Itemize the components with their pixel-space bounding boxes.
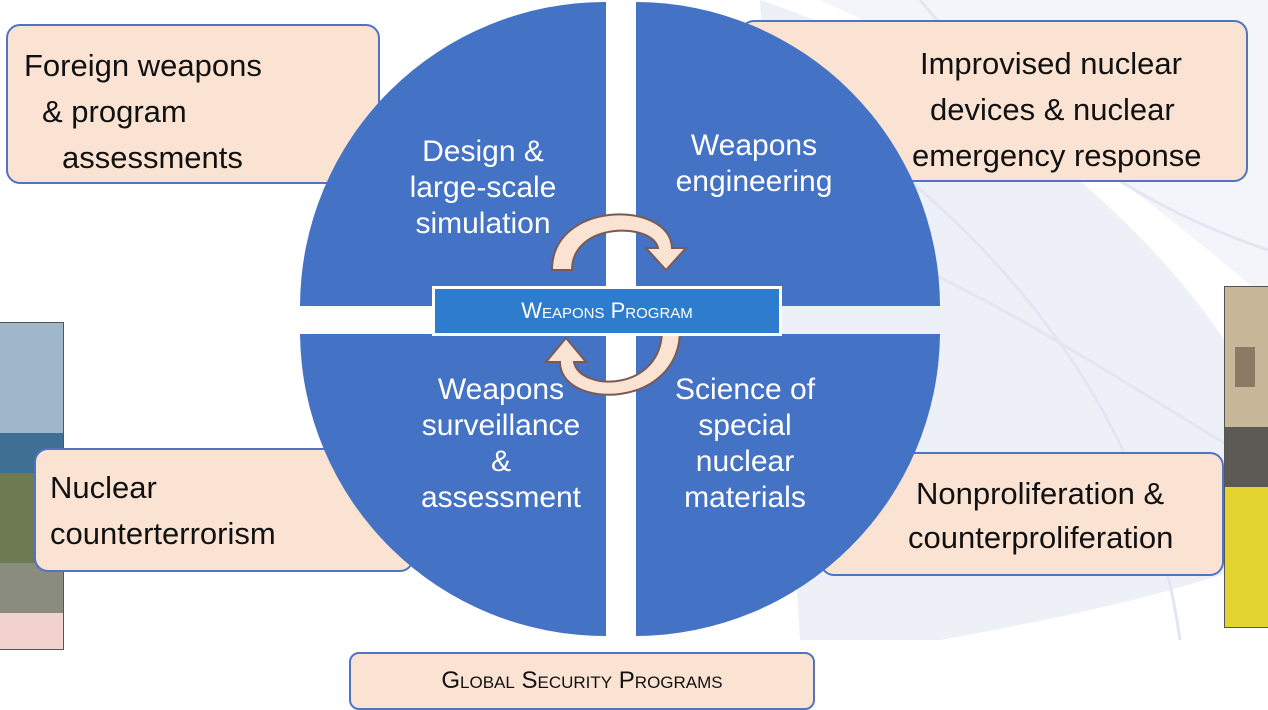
cycle-arrow-bottom-icon — [543, 329, 682, 396]
quadrant-label-surveillance: Weapons surveillance & assessment — [420, 373, 582, 514]
quadrant-bottom-right — [636, 334, 940, 636]
weapons-program-label: Weapons Program — [432, 286, 782, 336]
quadrant-top-right — [636, 2, 940, 306]
global-security-programs-label: Global Security Programs — [349, 652, 815, 710]
callout-foreign-weapons: Foreign weapons & program assessments — [6, 24, 380, 184]
quadrant-label-engineering: Weapons engineering — [675, 129, 833, 198]
lab-photo — [1224, 286, 1268, 628]
quadrant-label-design: Design & large-scale simulation — [409, 135, 557, 240]
quadrant-bottom-left — [300, 334, 606, 637]
quadrant-top-left — [300, 1, 606, 307]
quadrant-label-science: Science of special nuclear materials — [674, 373, 816, 514]
cycle-arrow-top-icon — [550, 213, 689, 272]
callout-nonproliferation: Nonproliferation & counterproliferation — [820, 452, 1224, 576]
